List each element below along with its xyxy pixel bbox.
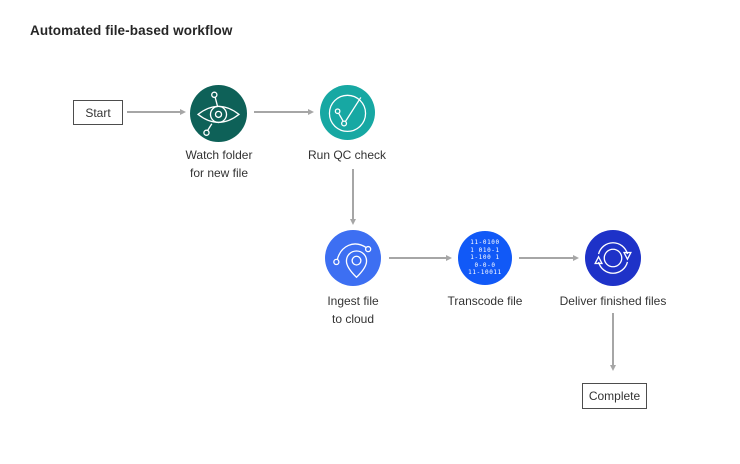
sync-arrows-icon xyxy=(585,230,641,286)
transcode-node: 11-0100 1 010-1 1-100 1 0-0-0 11-10011 xyxy=(458,231,512,285)
binary-row: 11-10011 xyxy=(468,269,502,277)
check-circle-icon xyxy=(320,85,375,140)
arrow-deliver-to-complete xyxy=(609,313,617,371)
arrow-watch-to-qc xyxy=(254,108,314,116)
binary-row: 0-0-0 xyxy=(474,261,496,269)
label-line: Transcode file xyxy=(447,294,523,308)
arrow-start-to-watch xyxy=(127,108,186,116)
start-node: Start xyxy=(73,100,123,125)
ingest-node xyxy=(325,230,381,286)
transcode-label: Transcode file xyxy=(415,292,555,310)
binary-code-icon: 11-0100 1 010-1 1-100 1 0-0-0 11-10011 xyxy=(458,231,512,285)
deliver-node xyxy=(585,230,641,286)
run-qc-label: Run QC check xyxy=(277,146,417,164)
label-line: Run QC check xyxy=(307,148,387,162)
start-node-label: Start xyxy=(85,105,111,120)
label-line: for new file xyxy=(189,166,249,180)
watch-folder-label: Watch folder for new file xyxy=(149,146,289,182)
binary-row: 11-0100 xyxy=(470,239,500,247)
deliver-label: Deliver finished files xyxy=(533,292,693,310)
label-line: Watch folder xyxy=(185,148,253,162)
watch-folder-node xyxy=(190,85,247,142)
page-title: Automated file-based workflow xyxy=(30,23,233,38)
complete-node-label: Complete xyxy=(588,389,641,403)
binary-row: 1-100 1 xyxy=(470,254,500,262)
arrow-ingest-to-transcode xyxy=(389,254,452,262)
label-line: to cloud xyxy=(331,312,375,326)
complete-node: Complete xyxy=(582,383,647,409)
binary-row: 1 010-1 xyxy=(470,246,500,254)
arrow-qc-to-ingest xyxy=(349,169,357,225)
ingest-label: Ingest file to cloud xyxy=(283,292,423,328)
arrow-transcode-to-deliver xyxy=(519,254,579,262)
run-qc-node xyxy=(320,85,375,140)
label-line: Ingest file xyxy=(327,294,379,308)
location-pin-path-icon xyxy=(325,230,381,286)
label-line: Deliver finished files xyxy=(559,294,667,308)
eye-watch-icon xyxy=(190,85,247,142)
